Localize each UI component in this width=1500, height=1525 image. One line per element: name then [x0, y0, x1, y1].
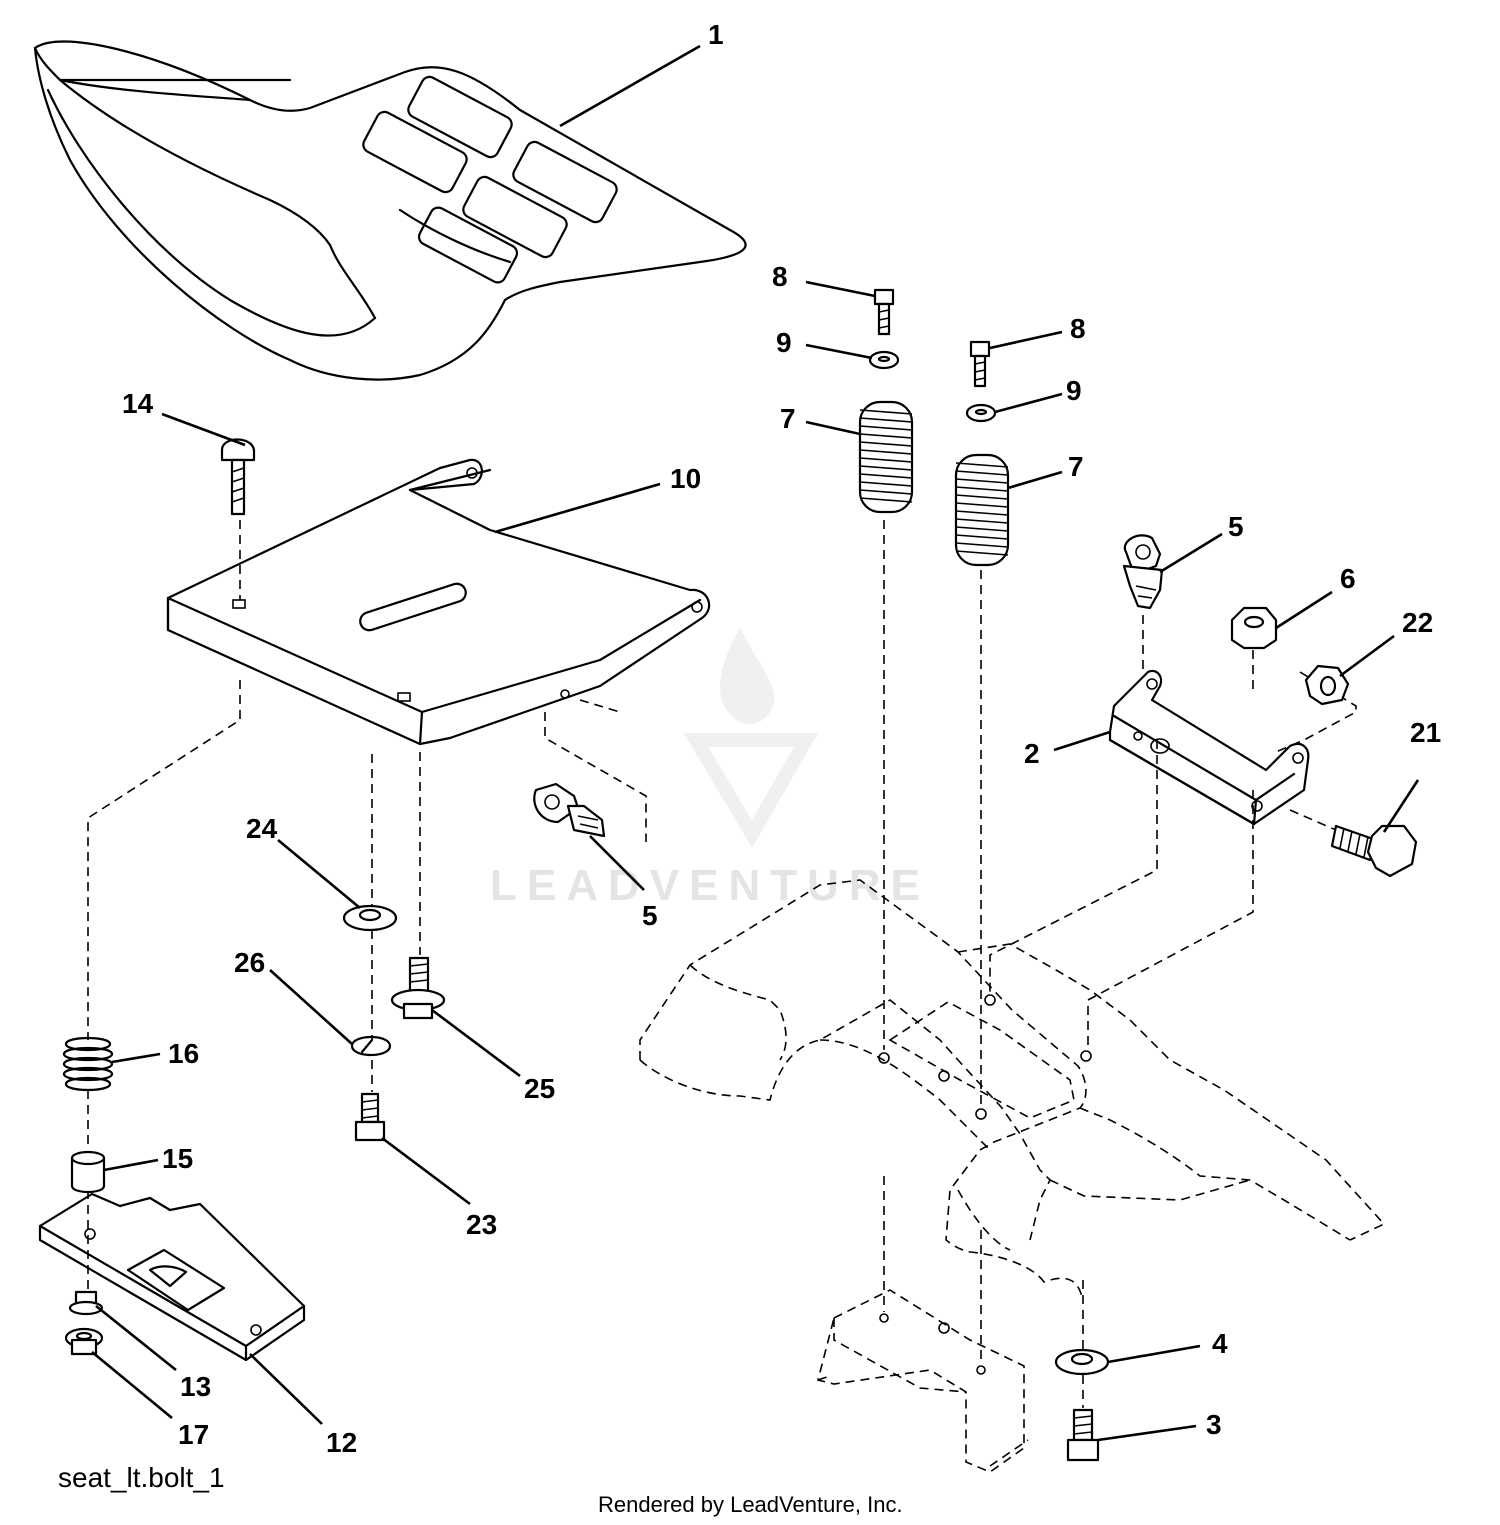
dash-bolt-21: [1289, 809, 1337, 831]
nut-6-part: [1230, 606, 1278, 650]
bolt-8-right-part: [969, 340, 991, 388]
nut-17-part: [64, 1327, 104, 1356]
callout-7-right: 7: [1068, 451, 1084, 482]
callout-13: 13: [180, 1371, 211, 1402]
carriage-bolt-part: [220, 438, 256, 516]
render-credit: Rendered by LeadVenture, Inc.: [598, 1492, 903, 1517]
washer-9-right-part: [965, 403, 997, 423]
callout-9-right: 9: [1066, 375, 1082, 406]
callout-25: 25: [524, 1073, 555, 1104]
dash-bracket-right: [1087, 790, 1254, 1050]
callout-17: 17: [178, 1419, 209, 1450]
callout-12: 12: [326, 1427, 357, 1458]
bracket-2-part: [1108, 669, 1310, 826]
callout-2: 2: [1024, 738, 1040, 769]
spacer-15-part: [70, 1150, 106, 1194]
screw-23-part: [354, 1092, 386, 1142]
callout-8-left: 8: [772, 261, 788, 292]
callout-1: 1: [708, 19, 724, 50]
callout-24: 24: [246, 813, 278, 844]
leader-lines: [91, 44, 1420, 1442]
callout-4: 4: [1212, 1328, 1228, 1359]
callout-3: 3: [1206, 1409, 1222, 1440]
callout-16: 16: [168, 1038, 199, 1069]
nut-22-part: [1304, 664, 1350, 706]
tractor-frame-outline: [639, 879, 1386, 1301]
washer-4-part: [1054, 1348, 1110, 1376]
seat-pan-part: [166, 458, 711, 746]
callout-5-left: 5: [642, 900, 658, 931]
lower-frame-bracket: [817, 1289, 1029, 1473]
knob-left-part: [533, 782, 606, 838]
washer-24-part: [342, 904, 398, 932]
bolt-25-part: [390, 956, 446, 1020]
washer-9-left-part: [868, 350, 900, 370]
callout-21: 21: [1410, 717, 1441, 748]
knob-right-part: [1122, 534, 1164, 610]
callout-22: 22: [1402, 607, 1433, 638]
seat-part: [33, 40, 747, 381]
callout-23: 23: [466, 1209, 497, 1240]
callout-6: 6: [1340, 563, 1356, 594]
spring-7-left-part: [858, 400, 914, 514]
dash-bracket-left: [989, 740, 1158, 995]
callout-15: 15: [162, 1143, 193, 1174]
bolt-3-part: [1066, 1408, 1100, 1462]
spring-7-right-part: [954, 453, 1010, 567]
dash-knob-left: [544, 712, 647, 842]
bolt-21-part: [1330, 824, 1418, 878]
callout-26: 26: [234, 947, 265, 978]
callout-8-right: 8: [1070, 313, 1086, 344]
lock-washer-26-part: [350, 1035, 392, 1057]
callout-10: 10: [670, 463, 701, 494]
callout-labels: 1 14 10 8 9 7 8 9 7 5 6 22 21 2 24 5 26 …: [122, 19, 1441, 1458]
dash-knob-hole: [579, 699, 621, 713]
watermark-text: LEADVENTURE: [490, 861, 930, 910]
dash-pan-left: [87, 680, 241, 1040]
callout-5-right: 5: [1228, 511, 1244, 542]
nut-13-part: [68, 1290, 104, 1316]
watermark-logo: [683, 628, 819, 848]
slide-plate-part: [38, 1192, 306, 1362]
bolt-8-left-part: [873, 288, 895, 336]
diagram-reference-label: seat_lt.bolt_1: [58, 1462, 225, 1493]
spring-16-part: [62, 1036, 114, 1092]
callout-9-left: 9: [776, 327, 792, 358]
callout-7-left: 7: [780, 403, 796, 434]
callout-14: 14: [122, 388, 154, 419]
